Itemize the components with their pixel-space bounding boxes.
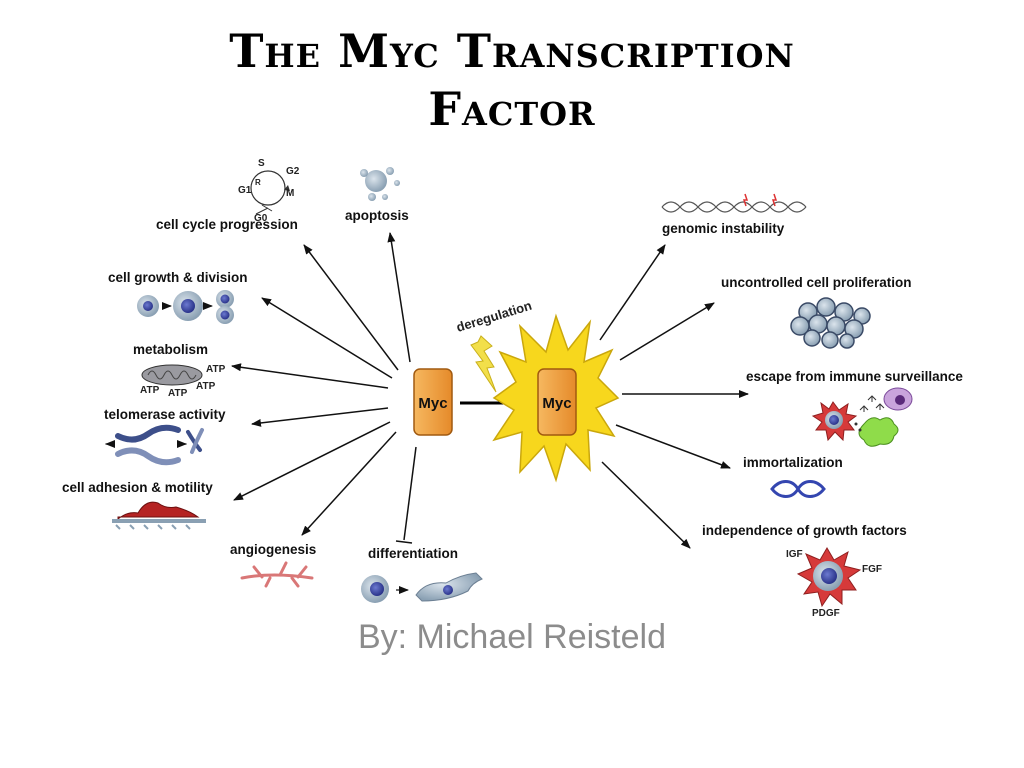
myc-deregulated-label: Myc (542, 395, 571, 412)
arrow-metabolism (231, 363, 389, 389)
cell-cluster-icon (790, 297, 871, 349)
label-immune: escape from immune surveillance (746, 369, 963, 384)
infinity-icon (770, 480, 826, 498)
atp-1: ATP (206, 364, 226, 375)
label-differentiation: differentiation (368, 546, 458, 561)
effect-arrows (599, 244, 749, 549)
label-metabolism: metabolism (133, 342, 209, 357)
phase-s: S (258, 158, 265, 169)
adhesion-icon (112, 501, 206, 530)
mitochondrion-icon: ATP ATP ATP ATP (140, 364, 226, 399)
label-angiogenesis: angiogenesis (230, 542, 317, 557)
label-telomerase: telomerase activity (104, 407, 226, 422)
label-fgf: FGF (862, 564, 882, 575)
page-title: The Myc Transcription Factor (0, 22, 1024, 138)
phase-g1: G1 (238, 185, 252, 196)
dna-icon (661, 193, 807, 213)
phase-r: R (255, 178, 261, 187)
label-cell-cycle: cell cycle progression (156, 217, 298, 232)
title-line-1: The Myc Transcription (229, 24, 795, 78)
cell-cycle-icon: S G2 R G1 M G0 (238, 158, 300, 224)
arrow-cell-cycle (303, 244, 399, 371)
angiogenesis-icon (240, 561, 314, 588)
label-adhesion: cell adhesion & motility (62, 480, 213, 495)
arrow-apoptosis (387, 232, 411, 363)
inhibition-bar (395, 540, 413, 544)
atp-2: ATP (140, 385, 160, 396)
myc-normal: Myc (413, 368, 453, 436)
arrow-adhesion (233, 421, 391, 501)
arrow-immortalization (615, 424, 731, 469)
arrow-differentiation (403, 446, 417, 541)
arrow-growth-factors (601, 461, 691, 549)
phase-g0: G0 (254, 213, 268, 224)
myc-normal-label: Myc (418, 395, 447, 412)
atp-4: ATP (196, 381, 216, 392)
differentiation-icon (361, 572, 483, 603)
arrow-telomerase (251, 407, 389, 427)
label-pdgf: PDGF (812, 608, 840, 619)
phase-m: M (286, 188, 294, 199)
growth-factor-icon: IGF FGF PDGF (786, 547, 882, 619)
lightning-icon (470, 335, 497, 393)
function-arrows (231, 232, 417, 544)
arrow-genomic (599, 244, 666, 341)
label-genomic: genomic instability (662, 221, 785, 236)
arrow-proliferation (619, 302, 715, 361)
label-proliferation: uncontrolled cell proliferation (721, 275, 912, 290)
label-immortalization: immortalization (743, 455, 843, 470)
chromosome-icon (105, 424, 204, 466)
arrow-cell-growth (261, 297, 393, 379)
label-growth-factors: independence of growth factors (702, 523, 907, 538)
cell-growth-icon (137, 290, 234, 324)
atp-3: ATP (168, 388, 188, 399)
label-apoptosis: apoptosis (345, 208, 409, 223)
phase-g2: G2 (286, 166, 300, 177)
label-cell-growth: cell growth & division (108, 270, 248, 285)
title-line-2: Factor (428, 82, 596, 136)
myc-deregulated-burst: Myc (492, 313, 620, 483)
immune-escape-icon (811, 387, 913, 447)
arrow-angiogenesis (301, 431, 397, 536)
subtitle: By: Michael Reisteld (357, 618, 666, 656)
apoptosis-icon (360, 167, 400, 201)
label-igf: IGF (786, 549, 803, 560)
